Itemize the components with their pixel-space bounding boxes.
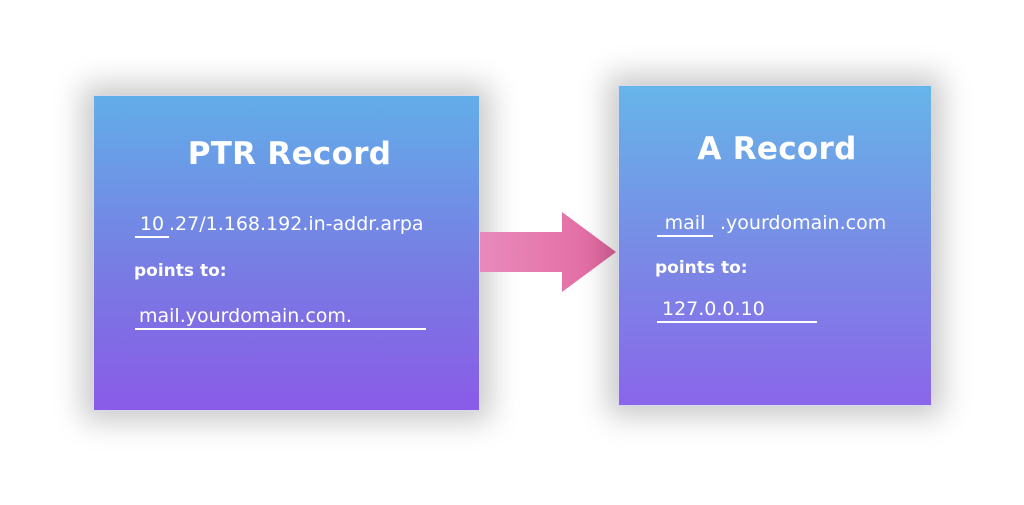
ptr-record-title: PTR Record (187, 136, 392, 172)
a-record-name: mail .yourdomain.com (657, 212, 886, 237)
ptr-points-to-label: points to: (134, 261, 227, 281)
a-target-line: 127.0.0.10 (657, 298, 817, 323)
a-target-value: 127.0.0.10 (657, 299, 817, 323)
ptr-target-value: mail.yourdomain.com. (135, 306, 426, 330)
ptr-host-part: 10 (135, 214, 169, 238)
a-points-to-label: points to: (655, 258, 748, 278)
ptr-zone-part: .27/1.168.192.in-addr.arpa (169, 213, 424, 235)
ptr-target-line: mail.yourdomain.com. (135, 305, 426, 330)
ptr-record-card: PTR Record 10.27/1.168.192.in-addr.arpa … (93, 95, 480, 411)
arrow-right-icon (480, 212, 616, 292)
ptr-record-name: 10.27/1.168.192.in-addr.arpa (135, 213, 424, 238)
a-domain-part: .yourdomain.com (720, 212, 887, 234)
a-host-part: mail (657, 213, 713, 237)
a-record-title: A Record (697, 131, 857, 167)
a-record-card: A Record mail.yourdomain.com points to: … (618, 85, 932, 406)
